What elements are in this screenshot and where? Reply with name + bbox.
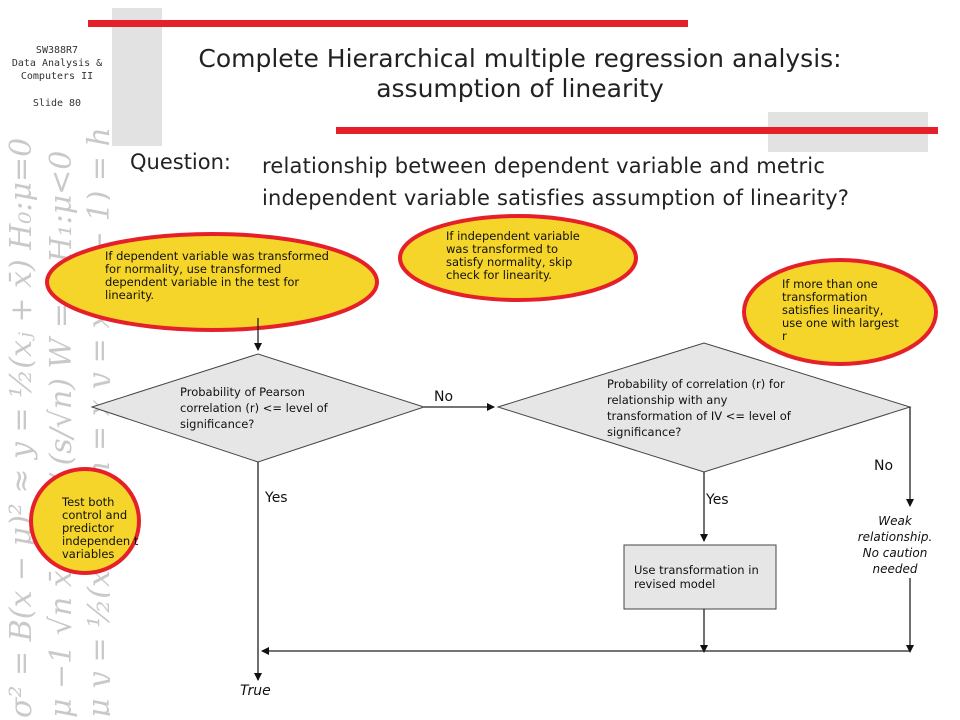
question-line1: relationship between dependent variable … [262,154,826,178]
label-true: True [240,683,271,699]
label-no-1: No [434,389,454,405]
label-yes-1: Yes [265,490,288,506]
decor-grey-bar-left [112,8,162,146]
note-multiple-transforms: If more than one transformation satisfie… [782,277,899,343]
oval-dependent-transform [45,232,379,332]
label-yes-2: Yes [706,492,729,508]
decor-red-bar-bottom [336,127,938,134]
slide-number: Slide 80 [32,98,82,109]
question-text: relationship between dependent variable … [262,150,942,214]
course-info: SW388R7 Data Analysis & Computers II Sli… [2,44,112,110]
process-box-use-transformation [623,544,777,610]
oval-independent-transform [398,214,638,302]
question-label: Question: [130,150,232,174]
weak-relationship-text: Weak relationship. No caution needed [857,514,933,576]
course-code: SW388R7 [35,45,79,56]
note-test-both: Test both control and predictor independ… [62,495,139,561]
title-line1: Complete Hierarchical multiple regressio… [198,44,842,73]
use-transformation-text: Use transformation in revised model [634,563,759,591]
course-line2: Computers II [20,71,94,82]
note-independent-transform: If independent variable was transformed … [446,229,580,282]
label-no-2: No [874,458,894,474]
note-dependent-transform: If dependent variable was transformed fo… [105,249,329,302]
course-line1: Data Analysis & [11,58,103,69]
oval-test-both [29,467,141,575]
oval-multiple-transforms [742,258,938,366]
decision2-text: Probability of correlation (r) for relat… [607,377,791,439]
decor-red-bar-top [88,20,688,27]
decision1-text: Probability of Pearson correlation (r) <… [180,385,328,431]
page-title: Complete Hierarchical multiple regressio… [120,44,920,104]
question-line2: independent variable satisfies assumptio… [262,186,850,210]
title-line2: assumption of linearity [376,74,664,103]
